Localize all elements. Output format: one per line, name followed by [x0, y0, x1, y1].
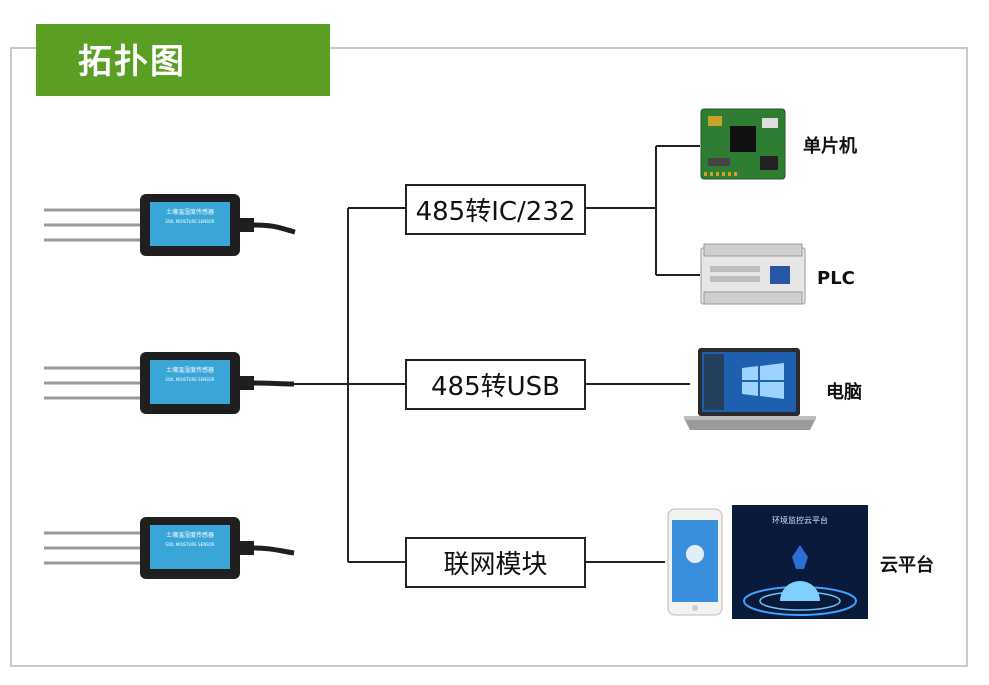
label-mcu: 单片机 [803, 136, 857, 157]
cloud-platform-screen: 环境监控云平台 [732, 505, 868, 619]
laptop-icon [684, 348, 816, 430]
sensor-1-name-en: SOIL MOISTURE SENSOR [165, 219, 214, 224]
label-pc: 电脑 [826, 382, 862, 403]
mcu-board-icon [700, 108, 786, 180]
label-plc: PLC [817, 268, 855, 289]
sensor-2-name: 土壤温湿度传感器 [166, 366, 214, 374]
converter-485-ic232: 485转IC/232 [405, 184, 586, 235]
title-banner [36, 24, 330, 96]
network-module: 联网模块 [405, 537, 586, 588]
soil-sensor-1: 土壤温湿度传感器 SOIL MOISTURE SENSOR [44, 194, 296, 256]
plc-icon [700, 243, 806, 305]
label-cloud: 云平台 [880, 555, 934, 576]
sensor-3-name: 土壤温湿度传感器 [166, 531, 214, 539]
cloud-screen-title: 环境监控云平台 [772, 515, 828, 525]
sensor-1-name: 土壤温湿度传感器 [166, 208, 214, 216]
converter-485-usb: 485转USB [405, 359, 586, 410]
soil-sensor-3: 土壤温湿度传感器 SOIL MOISTURE SENSOR [44, 517, 295, 579]
sensor-2-name-en: SOIL MOISTURE SENSOR [165, 377, 214, 382]
diagram-title: 拓扑图 [78, 42, 186, 82]
diagram-frame [10, 47, 968, 667]
soil-sensor-2: 土壤温湿度传感器 SOIL MOISTURE SENSOR [44, 352, 295, 414]
smartphone-icon [667, 508, 723, 616]
sensor-3-name-en: SOIL MOISTURE SENSOR [165, 542, 214, 547]
